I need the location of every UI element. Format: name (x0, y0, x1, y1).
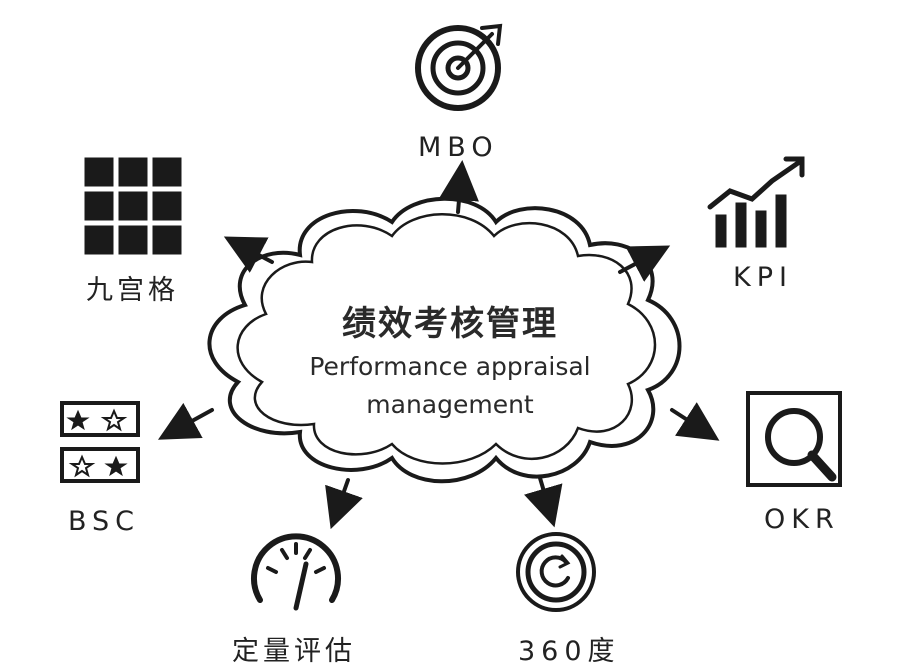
center-subtitle-line1: Performance appraisal (309, 352, 591, 381)
label-9grid: 九宫格 (86, 275, 179, 306)
cycle-icon (516, 532, 596, 612)
cloud-inner-outline (236, 213, 657, 465)
arrow-to-kpi (618, 245, 671, 282)
label-bsc: BSC (68, 506, 141, 537)
arrow-to-quant (325, 478, 363, 530)
label-360: 360度 (518, 636, 621, 667)
label-kpi: KPI (733, 262, 793, 293)
growth-chart-icon (707, 156, 805, 248)
center-title: 绩效考核管理 (342, 304, 558, 344)
center-subtitle-line2: management (366, 390, 534, 419)
target-icon (415, 23, 503, 111)
nine-grid-icon (84, 157, 182, 255)
magnifier-icon (746, 391, 842, 487)
arrow-to-9grid (223, 236, 274, 273)
arrow-to-360 (524, 476, 563, 528)
label-mbo: MBO (418, 132, 499, 163)
arrows (157, 160, 720, 530)
label-quant: 定量评估 (232, 636, 356, 667)
central-cloud (207, 196, 682, 484)
arrow-to-bsc (157, 402, 214, 440)
scorecard-icon (60, 401, 140, 483)
gauge-icon (251, 533, 341, 611)
arrow-to-okr (670, 402, 720, 441)
label-okr: OKR (764, 504, 840, 535)
arrow-to-mbo (439, 160, 479, 214)
cloud-outer-outline (207, 196, 682, 484)
